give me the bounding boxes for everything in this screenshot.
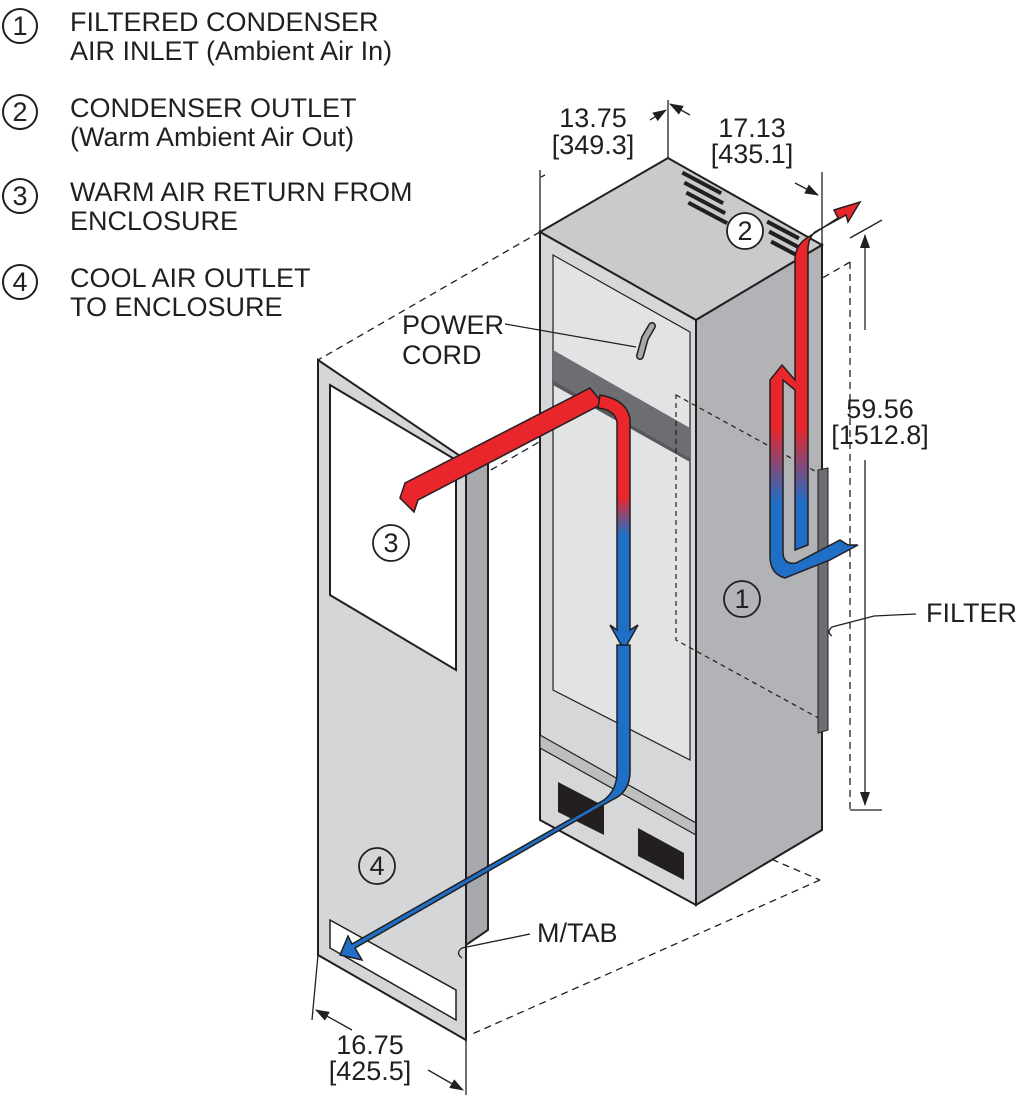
filter-label: FILTER [926, 598, 1017, 628]
legend-line-4a: COOL AIR OUTLET [70, 263, 311, 293]
bottom-vents-left [558, 782, 604, 835]
legend-line-1b: AIR INLET (Ambient Air In) [70, 36, 393, 66]
legend-text-2: CONDENSER OUTLET (Warm Ambient Air Out) [70, 94, 357, 152]
mtab-leader [457, 933, 531, 959]
legend-line-2a: CONDENSER OUTLET [70, 93, 357, 123]
legend-item-4: 4 COOL AIR OUTLET TO ENCLOSURE [0, 264, 460, 328]
legend-line-2b: (Warm Ambient Air Out) [70, 122, 355, 152]
width-inches: 16.75 [336, 1030, 404, 1060]
legend-text-3: WARM AIR RETURN FROM ENCLOSURE [70, 178, 412, 236]
side-mm: [435.1] [711, 139, 794, 169]
legend-item-1: 1 FILTERED CONDENSER AIR INLET (Ambient … [0, 8, 460, 72]
height-inches: 59.56 [846, 394, 914, 424]
marker-4-text: 4 [369, 851, 384, 881]
mtab-label: M/TAB [537, 918, 618, 948]
condenser-flow-arrow [769, 200, 862, 579]
width-mm: [425.5] [329, 1056, 412, 1086]
rear-downflow-arrow [597, 394, 639, 652]
unit-side [695, 243, 823, 907]
legend-text-1: FILTERED CONDENSER AIR INLET (Ambient Ai… [70, 8, 392, 66]
legend-number-1: 1 [2, 8, 38, 44]
cool-air-outlet-arrow [338, 644, 631, 962]
dimension-height [849, 219, 883, 811]
marker-4: 4 [358, 847, 396, 885]
legend-item-2: 2 CONDENSER OUTLET (Warm Ambient Air Out… [0, 94, 460, 158]
marker-2-text: 2 [737, 216, 752, 246]
depth-mm: [349.3] [552, 130, 635, 160]
power-cord-leader [504, 323, 637, 348]
side-inches: 17.13 [718, 113, 786, 143]
legend-number-2: 2 [2, 94, 38, 130]
legend-item-3: 3 WARM AIR RETURN FROM ENCLOSURE [0, 178, 460, 242]
filter-leader [828, 613, 917, 637]
filter-strip [817, 467, 829, 734]
marker-2: 2 [726, 212, 764, 250]
legend-line-4b: TO ENCLOSURE [70, 292, 283, 322]
dimension-width [311, 954, 467, 1095]
dimension-side [669, 103, 823, 245]
power-cord-label-2: CORD [402, 340, 482, 370]
legend-number-3: 3 [2, 178, 38, 214]
marker-1-text: 1 [734, 584, 749, 614]
legend-line-1a: FILTERED CONDENSER [70, 7, 379, 37]
marker-3: 3 [372, 524, 410, 562]
legend-line-3a: WARM AIR RETURN FROM [70, 177, 413, 207]
legend-text-4: COOL AIR OUTLET TO ENCLOSURE [70, 264, 311, 322]
bottom-vents-right [638, 828, 684, 880]
dimension-depth [539, 100, 669, 232]
marker-3-text: 3 [383, 528, 398, 558]
power-cord-label-1: POWER [402, 310, 504, 340]
top-vents [681, 170, 804, 261]
legend-line-3b: ENCLOSURE [70, 206, 239, 236]
marker-1: 1 [723, 580, 761, 618]
height-mm: [1512.8] [831, 420, 929, 450]
legend-number-4: 4 [2, 264, 38, 300]
depth-inches: 13.75 [559, 103, 627, 133]
